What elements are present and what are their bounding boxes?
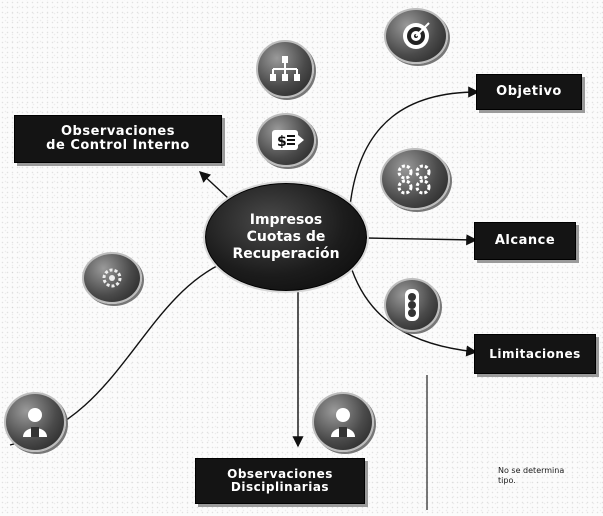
person-left-icon bbox=[4, 392, 66, 452]
hub-line1: Impresos bbox=[249, 211, 323, 228]
control-interno-line1: Observaciones bbox=[61, 124, 175, 140]
objetivo-label: Objetivo bbox=[496, 84, 562, 100]
disciplinarias-line1: Observaciones bbox=[227, 467, 333, 482]
money-document-icon: $ bbox=[256, 113, 316, 167]
box-limitaciones: Limitaciones bbox=[474, 334, 596, 374]
target-icon bbox=[384, 8, 448, 64]
note-line2: tipo. bbox=[498, 476, 516, 485]
box-alcance: Alcance bbox=[474, 222, 576, 260]
control-interno-line2: de Control Interno bbox=[46, 138, 190, 153]
box-observaciones-control-interno: Observaciones de Control Interno bbox=[14, 115, 222, 163]
alcance-label: Alcance bbox=[494, 233, 556, 249]
traffic-light-icon bbox=[384, 278, 440, 332]
person-bottom-icon bbox=[312, 392, 374, 452]
gears-icon bbox=[380, 148, 450, 210]
hub-line2: Cuotas de bbox=[246, 228, 326, 245]
organization-chart-icon bbox=[256, 40, 314, 98]
lightbulb-gear-icon bbox=[82, 252, 142, 304]
connector-control-interno bbox=[198, 171, 229, 199]
connector-alcance bbox=[365, 234, 478, 246]
note-text: No se determina tipo. bbox=[498, 466, 564, 486]
note-line1: No se determina bbox=[498, 466, 565, 475]
disciplinarias-line2: Disciplinarias bbox=[230, 480, 330, 494]
hub-impresos-cuotas: Impresos Cuotas de Recuperación bbox=[205, 183, 367, 291]
box-objetivo: Objetivo bbox=[476, 74, 582, 110]
box-observaciones-disciplinarias: Observaciones Disciplinarias bbox=[195, 458, 365, 504]
connector-objetivo bbox=[349, 86, 480, 207]
limitaciones-label: Limitaciones bbox=[489, 346, 581, 361]
svg-text:$: $ bbox=[277, 134, 287, 150]
hub-line3: Recuperación bbox=[232, 245, 340, 262]
